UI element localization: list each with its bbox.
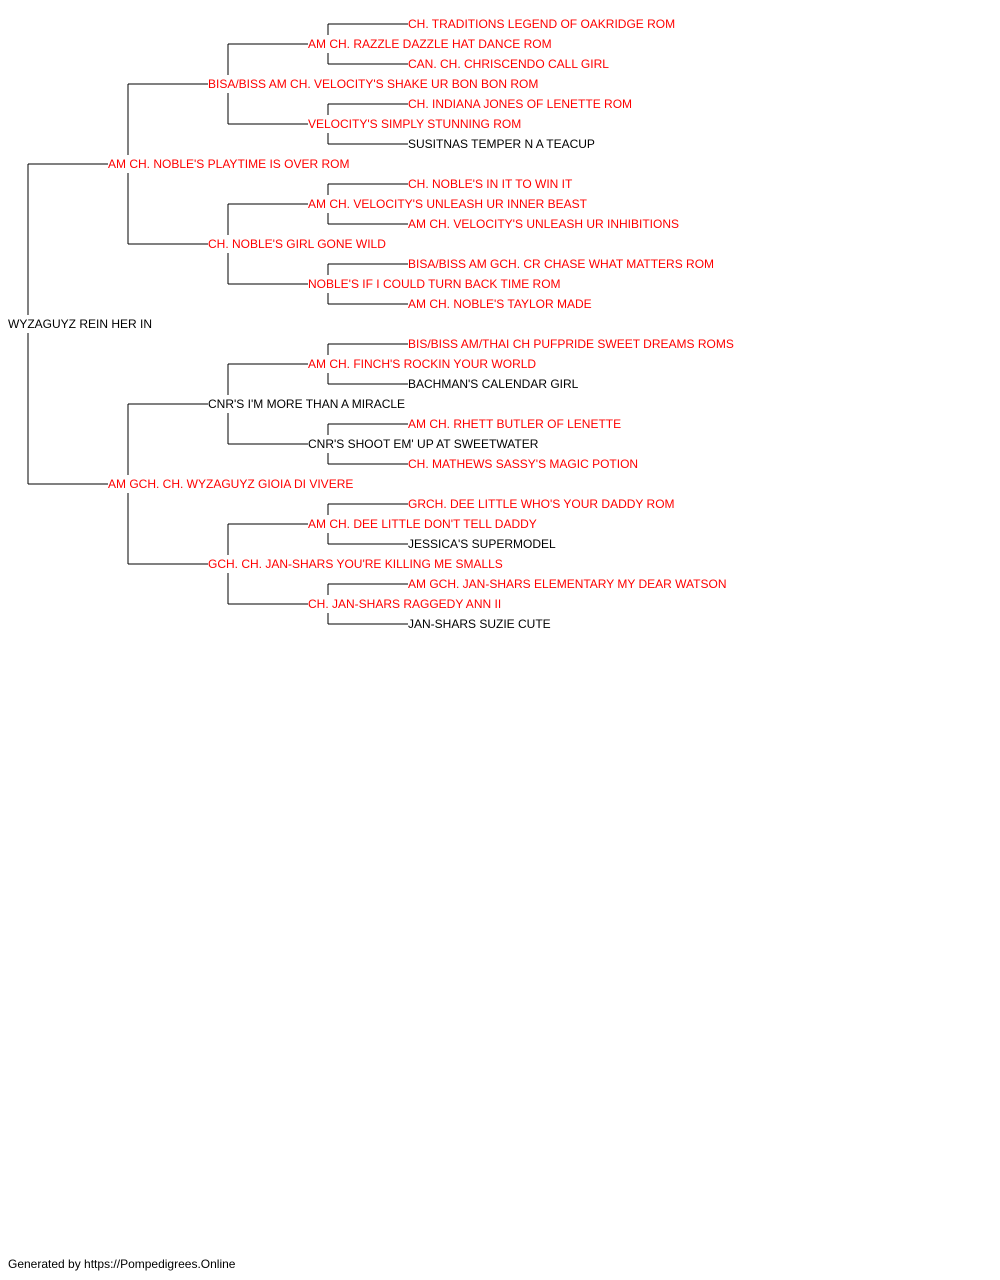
ancestor-name: CH. NOBLE'S IN IT TO WIN IT <box>408 177 573 191</box>
ancestor-name: AM GCH. JAN-SHARS ELEMENTARY MY DEAR WAT… <box>408 577 727 591</box>
ancestor-name: BIS/BISS AM/THAI CH PUFPRIDE SWEET DREAM… <box>408 337 734 351</box>
ancestor-name: CH. TRADITIONS LEGEND OF OAKRIDGE ROM <box>408 17 676 31</box>
ancestor-name: AM CH. RAZZLE DAZZLE HAT DANCE ROM <box>308 37 552 51</box>
ancestor-name: CH. INDIANA JONES OF LENETTE ROM <box>408 97 633 111</box>
ancestor-name: BISA/BISS AM CH. VELOCITY'S SHAKE UR BON… <box>208 77 539 91</box>
ancestor-name: AM CH. NOBLE'S TAYLOR MADE <box>408 297 592 311</box>
ancestor-name: GRCH. DEE LITTLE WHO'S YOUR DADDY ROM <box>408 497 675 511</box>
ancestor-name: JAN-SHARS SUZIE CUTE <box>408 617 551 631</box>
ancestor-name: CNR'S I'M MORE THAN A MIRACLE <box>208 397 406 411</box>
ancestor-name: SUSITNAS TEMPER N A TEACUP <box>408 137 595 151</box>
ancestor-name: BISA/BISS AM GCH. CR CHASE WHAT MATTERS … <box>408 257 715 271</box>
ancestor-name: AM GCH. CH. WYZAGUYZ GIOIA DI VIVERE <box>108 477 354 491</box>
ancestor-name: VELOCITY'S SIMPLY STUNNING ROM <box>308 117 522 131</box>
subject-name: WYZAGUYZ REIN HER IN <box>8 317 153 331</box>
ancestor-name: CH. JAN-SHARS RAGGEDY ANN II <box>308 597 502 611</box>
generated-by-footer: Generated by https://Pompedigrees.Online <box>8 1257 236 1271</box>
ancestor-name: GCH. CH. JAN-SHARS YOU'RE KILLING ME SMA… <box>208 557 503 571</box>
ancestor-name: BACHMAN'S CALENDAR GIRL <box>408 377 579 391</box>
ancestor-name: AM CH. RHETT BUTLER OF LENETTE <box>408 417 622 431</box>
ancestor-name: AM CH. DEE LITTLE DON'T TELL DADDY <box>308 517 537 531</box>
ancestor-name: AM CH. VELOCITY'S UNLEASH UR INHIBITIONS <box>408 217 680 231</box>
ancestor-name: NOBLE'S IF I COULD TURN BACK TIME ROM <box>308 277 561 291</box>
ancestor-name: AM CH. VELOCITY'S UNLEASH UR INNER BEAST <box>308 197 588 211</box>
ancestor-name: CAN. CH. CHRISCENDO CALL GIRL <box>408 57 609 71</box>
ancestor-name: AM CH. FINCH'S ROCKIN YOUR WORLD <box>308 357 537 371</box>
ancestor-name: CNR'S SHOOT EM' UP AT SWEETWATER <box>308 437 539 451</box>
ancestor-name: JESSICA'S SUPERMODEL <box>408 537 556 551</box>
ancestor-name: CH. MATHEWS SASSY'S MAGIC POTION <box>408 457 639 471</box>
ancestor-name: AM CH. NOBLE'S PLAYTIME IS OVER ROM <box>108 157 350 171</box>
ancestor-name: CH. NOBLE'S GIRL GONE WILD <box>208 237 386 251</box>
